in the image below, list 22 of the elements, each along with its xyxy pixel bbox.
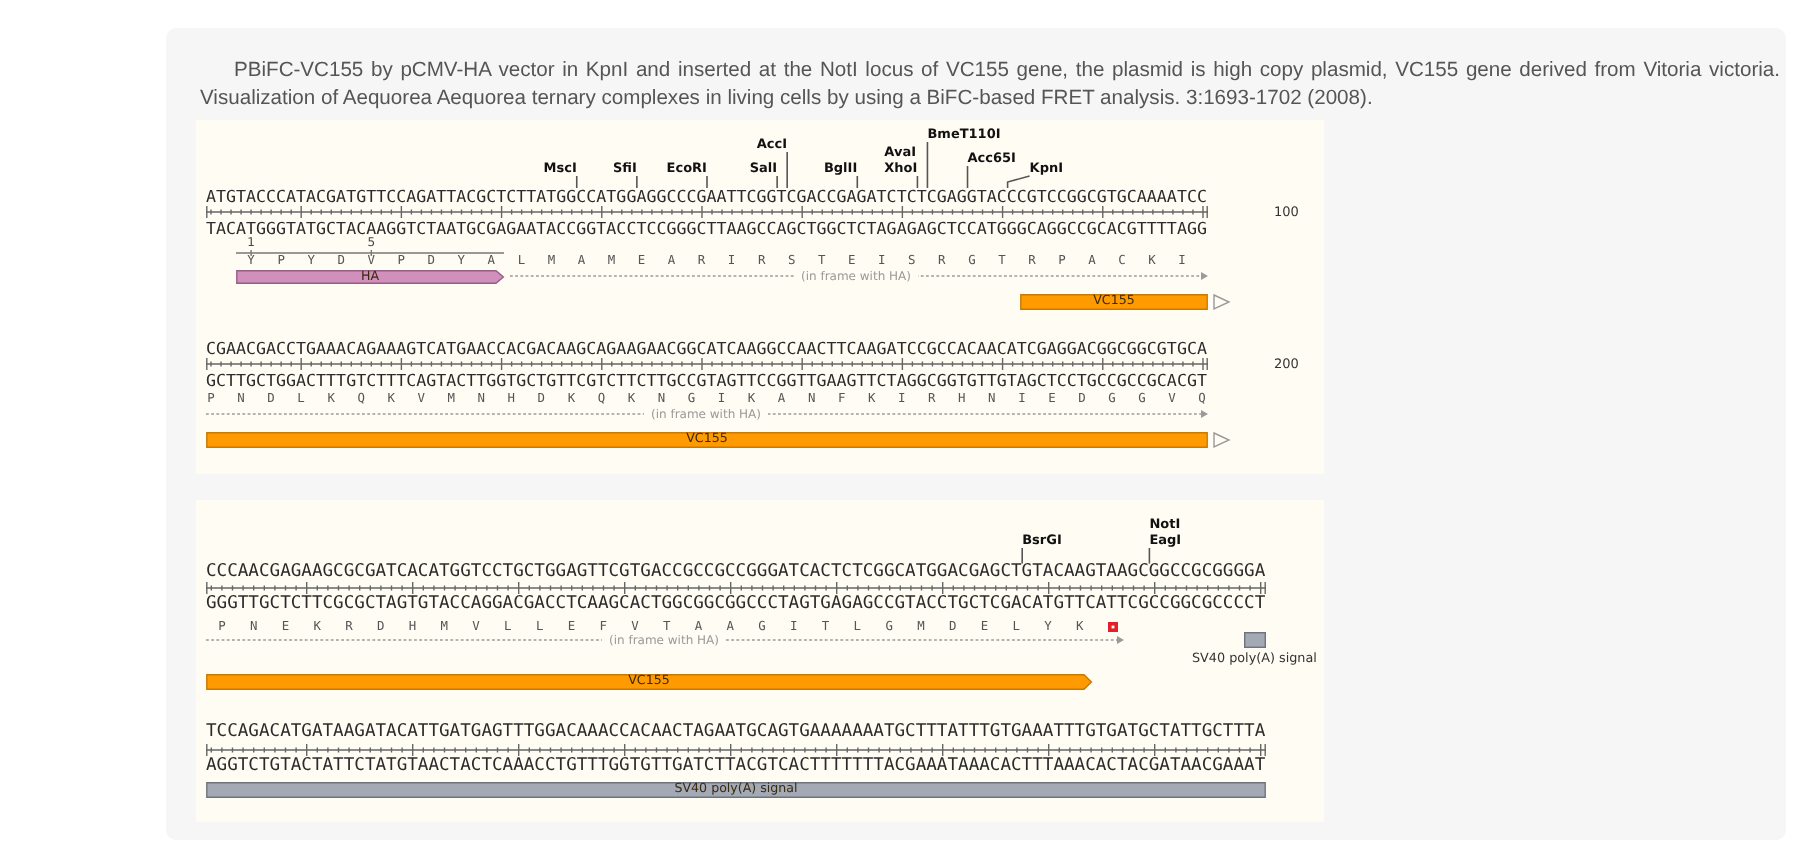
dna-strand: ATGTACCCATACGATGTTCCAGATTACGCTCTTATGGCCATGGAGGCCCGAATTCGGTCGACCGAGATCTCTCGAGGTACCCGTCCGGCGTGCAAAATCC bbox=[206, 188, 1207, 205]
dna-strand: TACATGGGTATGCTACAAGGTCTAATGCGAGAATACCGGTACCTCCGGGCTTAAGCCAGCTGGCTCTAGAGAGCTCCATGGGCAGGCCGCACGTTTTAGG bbox=[206, 220, 1207, 237]
leader-line bbox=[636, 175, 638, 189]
leader-line bbox=[1006, 175, 1031, 189]
leader-line bbox=[786, 151, 788, 189]
caption-text: PBiFC-VC155 by pCMV-HA vector in KpnI and inserted at the NotI locus of VC155 gene, the plasmid is high copy plasmid, VC155 gene derived from Vitoria victoria. Visualization of Aequorea Aequorea ternary complexes in living cells by using a BiFC-based FRET analysis. 3:1693-1702 (2008). bbox=[200, 58, 1780, 114]
dna-strand: GCTTGCTGGACTTTGTCTTTCAGTACTTGGTGCTGTTCGTCTTCTTGCCGTAGTTCCGGTTGAAGTTCTAGGCGGTGTTGTAGCTCCTGCCGCCGCACGT bbox=[206, 372, 1207, 389]
dna-strand: GGGTTGCTCTTCGCGCTAGTGTACCAGGACGACCTCAAGCACTGGCGGCGGCCCTAGTGAGAGCCGTACCTGCTCGACATGTTCATTCGCCGGCGCCCCT bbox=[206, 596, 1266, 615]
dna-strand: CGAACGACCTGAAACAGAAAGTCATGAACCACGACAAGCAGAAGAACGGCATCAAGGCCAACTTCAAGATCCGCCACAACATCGAGGACGGCGGCGTGCA bbox=[206, 340, 1207, 357]
leader-line bbox=[706, 175, 708, 189]
leader-line bbox=[926, 141, 929, 189]
dna-strand: AGGTCTGTACTATTCTATGTAACTACTCAAACCTGTTTGGTGTTGATCTTACGTCACTTTTTTTACGAAATAAACACTTTAAACACTACGATAACGAAAT bbox=[206, 757, 1266, 776]
feature-bar bbox=[1244, 632, 1266, 648]
leader-line bbox=[916, 175, 919, 189]
leader-line bbox=[1021, 547, 1023, 565]
dna-strand: CCCAACGAGAAGCGCGATCACATGGTCCTGCTGGAGTTCGTGACCGCCGCCGGGATCACTCTCGGCATGGACGAGCTGTACAAGTAAGCGGCCGCGGGGA bbox=[206, 563, 1266, 582]
dna-strand: TCCAGACATGATAAGATACATTGATGAGTTTGGACAAACCACAACTAGAATGCAGTGAAAAAAATGCTTTATTTGTGAAATTTGTGATGCTATTGCTTTA bbox=[206, 723, 1266, 742]
leader-line bbox=[1148, 547, 1151, 565]
leader-line bbox=[856, 175, 859, 189]
leader-line bbox=[966, 165, 969, 189]
leader-line bbox=[776, 175, 778, 189]
leader-line bbox=[575, 175, 578, 189]
